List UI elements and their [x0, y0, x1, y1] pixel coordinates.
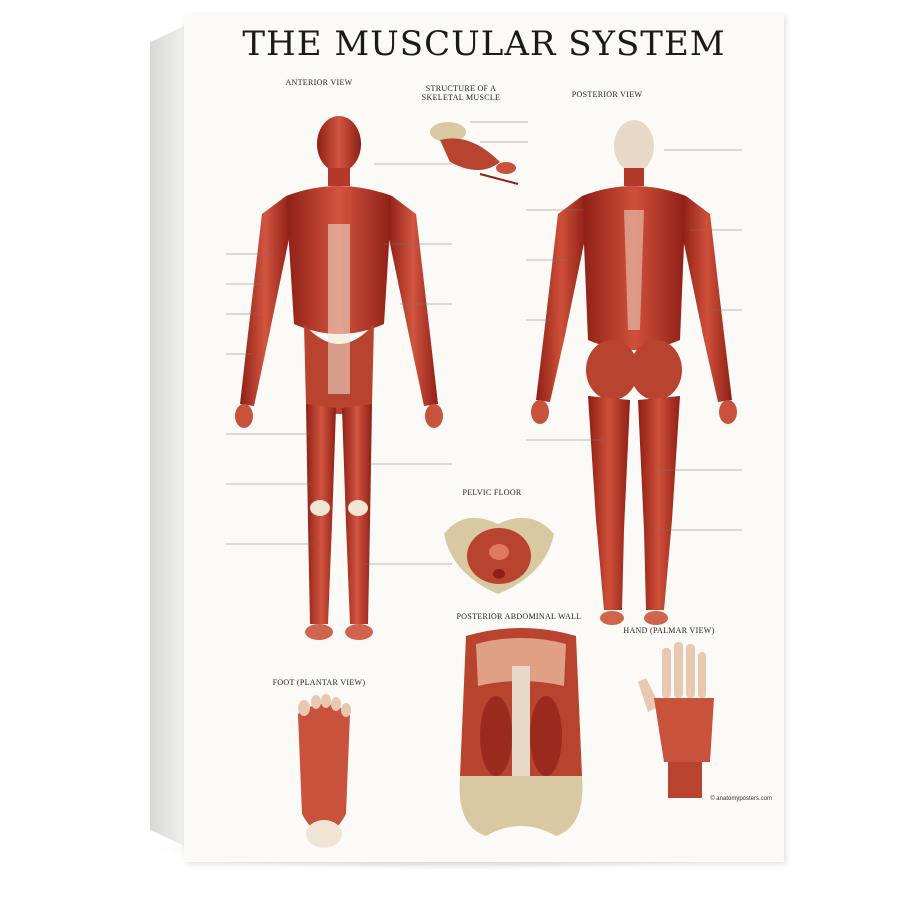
anterior-view-label: ANTERIOR VIEW [285, 78, 353, 87]
pelvic-floor-label: PELVIC FLOOR [462, 488, 522, 497]
foot-view-label: FOOT (PLANTAR VIEW) [272, 678, 366, 687]
skeletal-muscle-label: STRUCTURE OF A SKELETAL MUSCLE [421, 84, 501, 102]
foot-diagram [298, 694, 351, 848]
pelvic-floor-diagram [444, 517, 554, 594]
poster-canvas: THE MUSCULAR SYSTEM ANTERIOR VIEW STRUCT… [184, 14, 784, 862]
posterior-view-label: POSTERIOR VIEW [571, 90, 643, 99]
anterior-figure [226, 116, 452, 640]
abdominal-wall-label: POSTERIOR ABDOMINAL WALL [456, 612, 582, 621]
hand-diagram [638, 642, 714, 798]
poster-title: THE MUSCULAR SYSTEM [242, 24, 726, 64]
abdominal-wall-diagram [459, 628, 583, 836]
skeletal-muscle-diagram [430, 121, 528, 185]
posterior-figure [526, 120, 742, 625]
canvas-side-edge [150, 26, 184, 846]
credit-text: © anatomyposters.com [710, 796, 772, 802]
hand-view-label: HAND (PALMAR VIEW) [623, 626, 715, 635]
